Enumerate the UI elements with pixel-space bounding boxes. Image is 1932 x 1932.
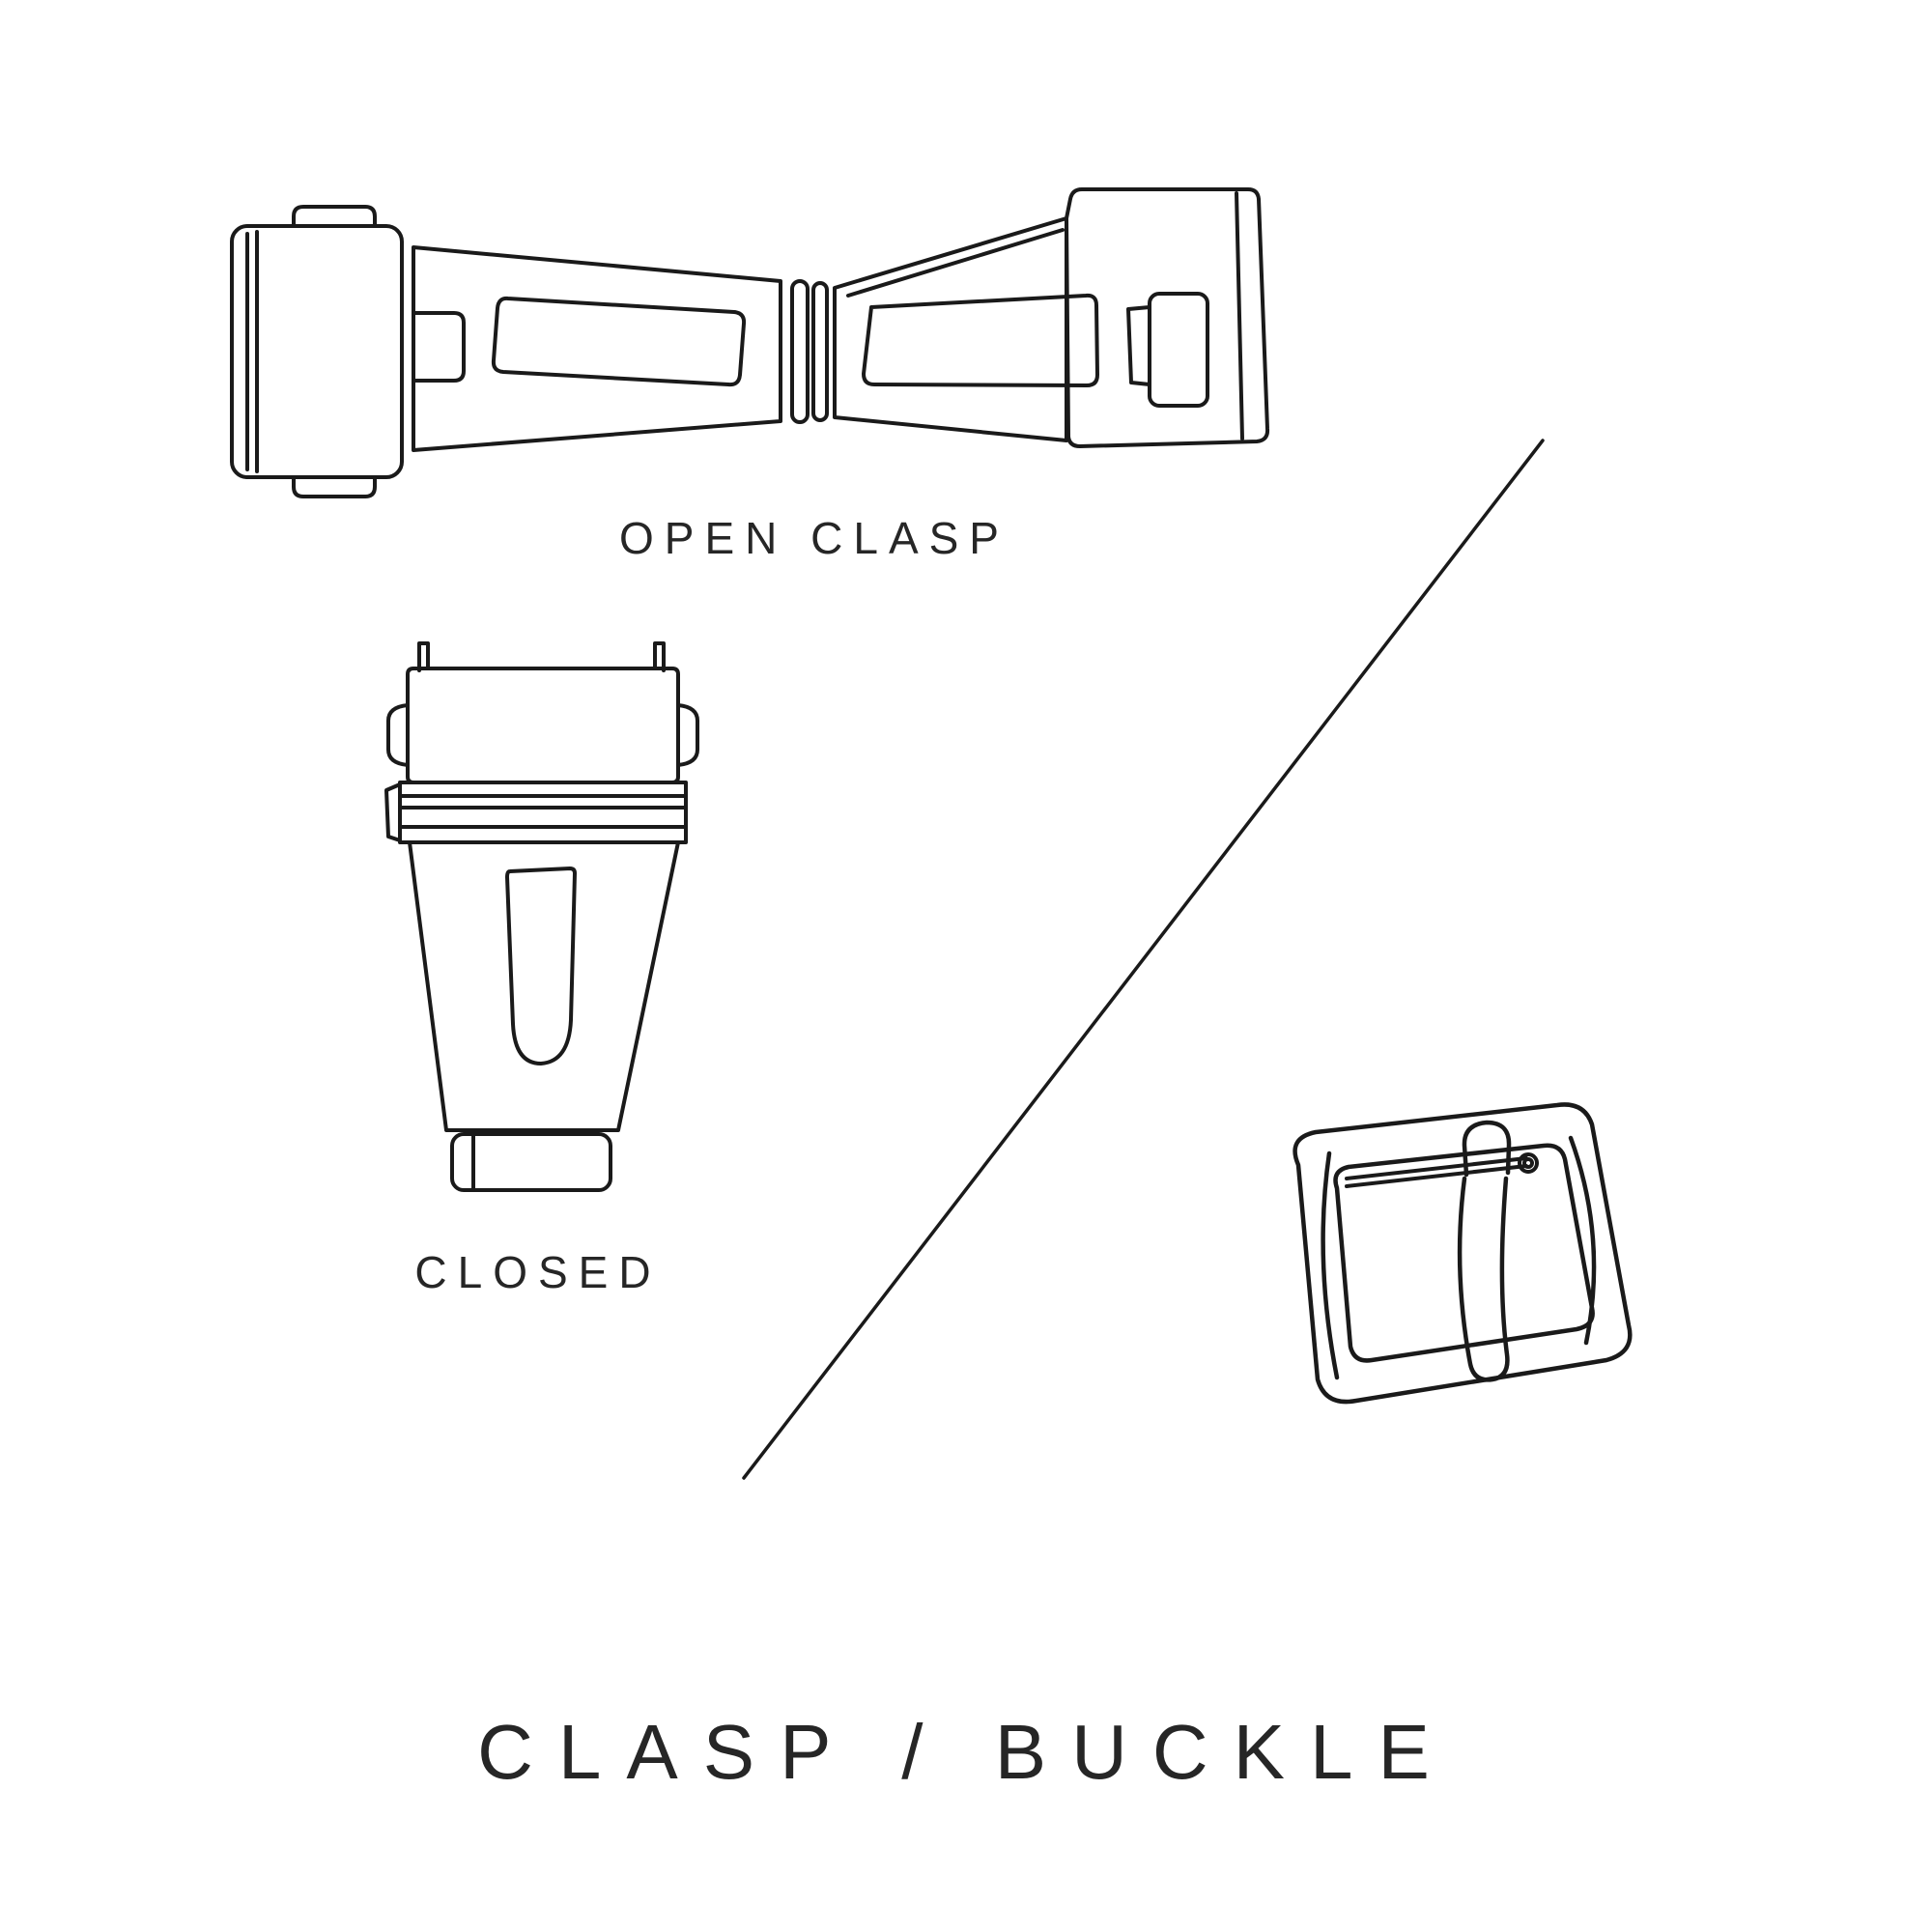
closed-clasp-label: CLOSED <box>414 1247 662 1297</box>
closed-clasp-band <box>384 781 688 844</box>
closed-clasp-prongs <box>417 641 666 672</box>
closed-clasp-body <box>408 840 680 1132</box>
closed-clasp-illustration <box>384 641 699 1192</box>
buckle-frame <box>1293 1102 1633 1405</box>
closed-clasp-foot <box>450 1132 612 1192</box>
clasp-left-arm <box>412 245 782 452</box>
buckle-illustration <box>1293 1102 1633 1405</box>
clasp-right-end-link <box>1065 187 1270 448</box>
open-clasp-illustration <box>230 187 1270 498</box>
buckle-tongue <box>1457 1120 1512 1382</box>
clasp-right-arm <box>833 216 1099 442</box>
closed-clasp-figure <box>379 636 707 1206</box>
open-clasp-figure <box>220 185 1302 504</box>
open-clasp-label: OPEN CLASP <box>619 513 1009 563</box>
clasp-center-hinge <box>790 279 829 424</box>
clasp-left-end-link <box>230 205 404 498</box>
buckle-figure <box>1238 1094 1644 1432</box>
page-title: CLASP / BUCKLE <box>477 1709 1455 1795</box>
buckle-spring-bar <box>1345 1152 1539 1188</box>
